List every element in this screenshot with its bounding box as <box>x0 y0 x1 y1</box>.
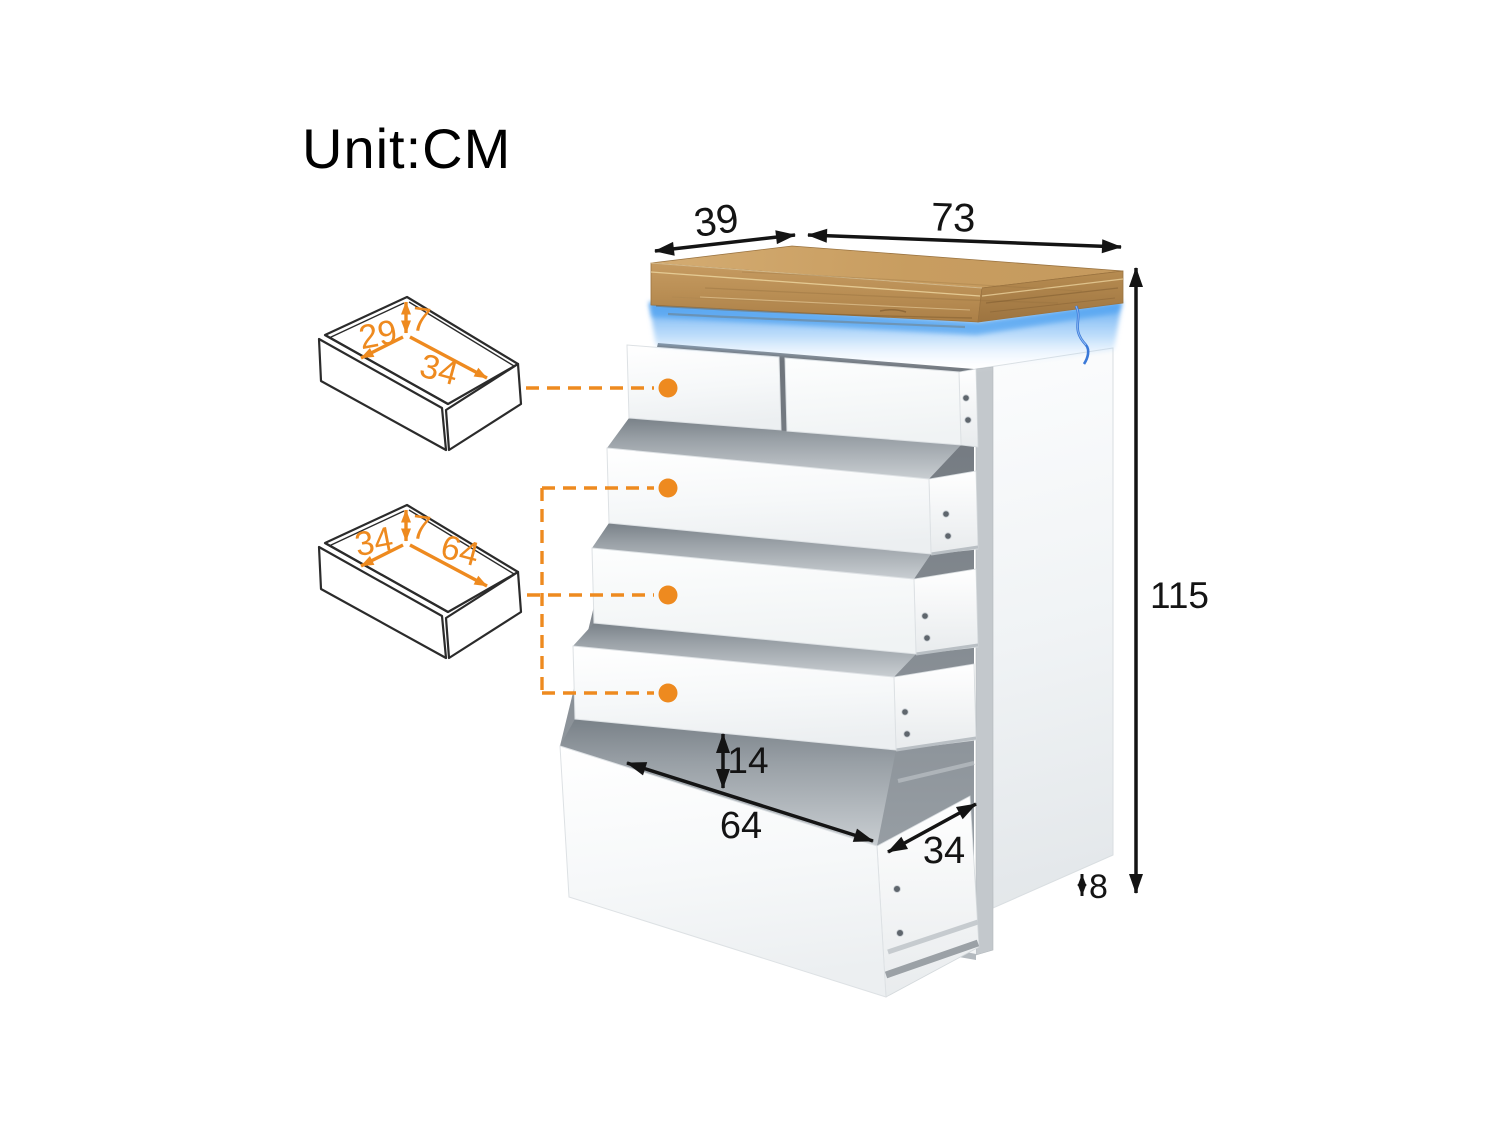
large-drawer-callout <box>317 503 523 660</box>
dim-drawer-depth-label: 34 <box>923 830 965 872</box>
drawer-2-side <box>928 470 979 555</box>
drawer-screws <box>901 394 972 738</box>
callout1-front-panel <box>317 337 448 452</box>
dim-base-gap-label: 8 <box>1089 868 1108 906</box>
callout2-front-panel <box>317 545 448 660</box>
dim-top-depth-label: 39 <box>691 196 741 246</box>
bottom-drawer-screws <box>893 885 904 937</box>
dimension-annotations <box>626 228 1143 896</box>
cabinet <box>559 245 1124 998</box>
connector-dot-2 <box>658 478 678 498</box>
unit-label: Unit:CM <box>302 117 511 180</box>
cabinet-side-panel <box>975 347 1114 909</box>
connector-dot-4 <box>658 683 678 703</box>
dim-drawer-height-label: 14 <box>727 740 768 781</box>
callout-dots <box>658 378 678 703</box>
callout-connectors <box>526 386 654 695</box>
callout2-right-arrow <box>409 543 488 588</box>
dim-top-width-arrow <box>807 228 1122 254</box>
drawer-1-side <box>958 368 979 448</box>
dim-drawer-width-label: 64 <box>720 805 762 847</box>
drawer-1-left-front <box>626 344 782 431</box>
callout2-inner-back-right <box>408 509 515 575</box>
callout2-left-arrow <box>360 543 404 568</box>
callout2-right-wall <box>444 570 523 660</box>
gap-row2-row3 <box>592 523 931 579</box>
callout1-front-lip <box>324 334 449 405</box>
callout2-front-lip <box>324 542 449 613</box>
connector-dot-1 <box>658 378 678 398</box>
gap-row1-row2 <box>607 418 961 479</box>
dimension-labels: 39 73 115 14 64 34 8 <box>691 195 1209 906</box>
small-drawer-callout-dims <box>360 301 488 380</box>
gap-row3-row4 <box>573 623 916 677</box>
callout1-right-arrow <box>409 335 488 380</box>
callout2-inner-back-left <box>328 510 405 547</box>
callout1-left-label: 29 <box>356 313 400 358</box>
drawer-2-front <box>606 447 932 555</box>
drawer-3-front <box>591 547 917 655</box>
drawer-rails <box>895 545 979 783</box>
callout1-right-wall <box>444 362 523 452</box>
wood-grain <box>650 262 1124 329</box>
led-wire-highlight <box>1075 305 1087 346</box>
callout2-left-label: 34 <box>352 520 396 565</box>
bottom-drawer-rails <box>884 919 980 979</box>
dim-drawer-width-arrow <box>626 761 874 843</box>
callout1-left-arrow <box>360 335 404 360</box>
drawer-hardware <box>893 368 979 751</box>
cabinet-front-edge <box>975 366 994 956</box>
dim-top-width-label: 73 <box>930 195 976 241</box>
small-drawer-callout <box>317 295 523 452</box>
dim-height-label: 115 <box>1150 575 1209 616</box>
connector-dot-3 <box>658 585 678 605</box>
dim-top-depth-arrow <box>654 230 796 256</box>
callout1-inner-back-left <box>328 302 405 339</box>
dim-drawer-depth-arrow <box>887 802 977 854</box>
large-drawer-callout-dims <box>360 509 488 588</box>
callout1-inner-back-right <box>408 301 515 367</box>
drawer-3-side <box>913 568 979 655</box>
drawer-1-right-front <box>784 357 962 446</box>
